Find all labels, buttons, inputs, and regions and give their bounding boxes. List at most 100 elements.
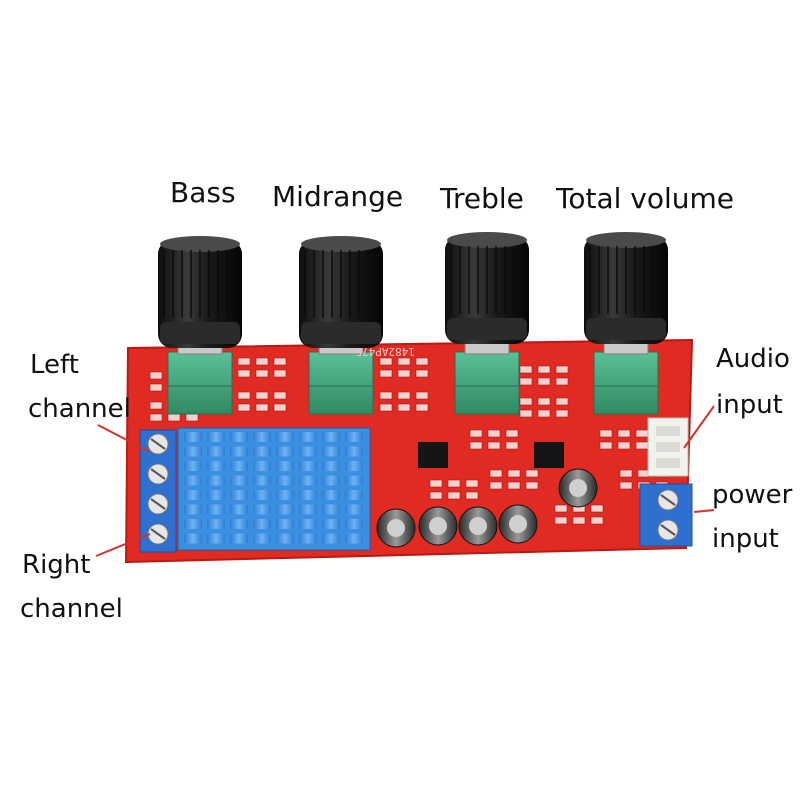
smd-resistor bbox=[255, 357, 269, 366]
heatsink-fin bbox=[345, 475, 363, 486]
heatsink-fin bbox=[253, 461, 271, 471]
heatsink-fin bbox=[345, 446, 363, 457]
heatsink-fin bbox=[276, 504, 294, 515]
smd-resistor bbox=[487, 429, 501, 438]
smd-resistor bbox=[572, 516, 586, 525]
smd-resistor bbox=[525, 481, 539, 490]
smd-resistor bbox=[554, 516, 568, 525]
smd-resistor bbox=[149, 383, 163, 392]
smd-resistor bbox=[519, 365, 533, 374]
heatsink-fin bbox=[184, 533, 202, 544]
knob-skirt bbox=[447, 318, 527, 340]
smd-resistor bbox=[555, 409, 569, 418]
smd-resistor bbox=[617, 441, 631, 450]
smd-resistor bbox=[237, 403, 251, 412]
heatsink-base bbox=[177, 427, 371, 551]
smd-resistor bbox=[415, 391, 429, 400]
heatsink-fin bbox=[322, 475, 340, 486]
knob-cap bbox=[447, 232, 527, 248]
smd-resistor bbox=[619, 481, 633, 490]
smd-resistor bbox=[379, 357, 393, 366]
smd-resistor bbox=[505, 429, 519, 438]
smd-resistor bbox=[397, 391, 411, 400]
smd-resistor bbox=[149, 413, 163, 422]
op-amp-chip-2 bbox=[534, 442, 564, 468]
smd-resistor bbox=[555, 365, 569, 374]
heatsink-fin bbox=[322, 490, 340, 500]
heatsink-fin bbox=[299, 446, 317, 457]
heatsink-fin bbox=[345, 461, 363, 471]
terminal-screw-slot bbox=[660, 494, 676, 506]
smd-resistor bbox=[635, 429, 649, 438]
label-bass: Bass bbox=[170, 176, 236, 209]
label-total-volume: Total volume bbox=[556, 182, 735, 215]
smd-resistor bbox=[590, 516, 604, 525]
heatsink-fin bbox=[207, 461, 225, 471]
pointer-right-channel bbox=[95, 533, 151, 557]
smd-resistor bbox=[469, 429, 483, 438]
smd-resistor bbox=[599, 441, 613, 450]
heatsink-fin bbox=[276, 533, 294, 544]
heatsink-fin bbox=[345, 519, 363, 529]
smd-resistor bbox=[429, 491, 443, 500]
capacitor-top bbox=[569, 479, 587, 497]
pointer-power-input bbox=[693, 509, 715, 513]
heatsink-fin bbox=[345, 533, 363, 544]
capacitor-top bbox=[429, 517, 447, 535]
heatsink-fin bbox=[322, 461, 340, 471]
heatsink-fin bbox=[276, 432, 294, 442]
heatsink-fin bbox=[322, 432, 340, 442]
pointer-left-channel bbox=[97, 424, 151, 453]
heatsink-fin bbox=[230, 475, 248, 486]
smd-resistor bbox=[237, 391, 251, 400]
label-audio-input-line2: input bbox=[716, 390, 783, 420]
heatsink-fin bbox=[253, 490, 271, 500]
smd-resistor bbox=[149, 401, 163, 410]
heatsink-fin bbox=[207, 519, 225, 529]
smd-resistor bbox=[429, 479, 443, 488]
smd-resistor bbox=[590, 504, 604, 513]
heatsink-fin bbox=[184, 519, 202, 529]
heatsink-fin bbox=[276, 490, 294, 500]
potentiometer-body bbox=[308, 351, 374, 415]
heatsink-fin bbox=[253, 504, 271, 515]
heatsink bbox=[177, 427, 371, 551]
heatsink-fin bbox=[299, 490, 317, 500]
potentiometer-body bbox=[593, 351, 659, 415]
smd-resistor bbox=[537, 377, 551, 386]
heatsink-fin bbox=[253, 533, 271, 544]
terminal-screw-slot bbox=[150, 468, 166, 480]
potentiometer-body bbox=[167, 351, 233, 415]
label-midrange: Midrange bbox=[272, 180, 404, 213]
heatsink-fin bbox=[230, 490, 248, 500]
capacitor-top bbox=[509, 515, 527, 533]
smd-resistor bbox=[505, 441, 519, 450]
heatsink-fin bbox=[276, 461, 294, 471]
heatsink-fin bbox=[184, 490, 202, 500]
smd-resistor bbox=[447, 491, 461, 500]
heatsink-fin bbox=[207, 504, 225, 515]
smd-resistor bbox=[519, 397, 533, 406]
smd-resistor bbox=[185, 413, 199, 422]
smd-resistor bbox=[237, 369, 251, 378]
terminal-screw-slot bbox=[150, 498, 166, 510]
smd-resistor bbox=[519, 409, 533, 418]
smd-resistor bbox=[255, 369, 269, 378]
audio-input-connector bbox=[647, 417, 689, 477]
smd-resistor bbox=[465, 479, 479, 488]
label-left-channel-line2: channel bbox=[28, 394, 131, 424]
knob-cap bbox=[301, 236, 381, 252]
heatsink-fin bbox=[207, 490, 225, 500]
heatsink-fin bbox=[207, 475, 225, 486]
label-audio-input-line1: Audio bbox=[716, 344, 790, 374]
knob-skirt bbox=[301, 322, 381, 344]
heatsink-fin bbox=[184, 504, 202, 515]
label-power-input-line1: power bbox=[712, 480, 793, 510]
smd-resistor bbox=[619, 469, 633, 478]
heatsink-fin bbox=[253, 432, 271, 442]
heatsink-fin bbox=[230, 519, 248, 529]
smd-resistor bbox=[273, 403, 287, 412]
potentiometer-body bbox=[454, 351, 520, 415]
heatsink-fin bbox=[184, 432, 202, 442]
smd-resistor bbox=[255, 391, 269, 400]
